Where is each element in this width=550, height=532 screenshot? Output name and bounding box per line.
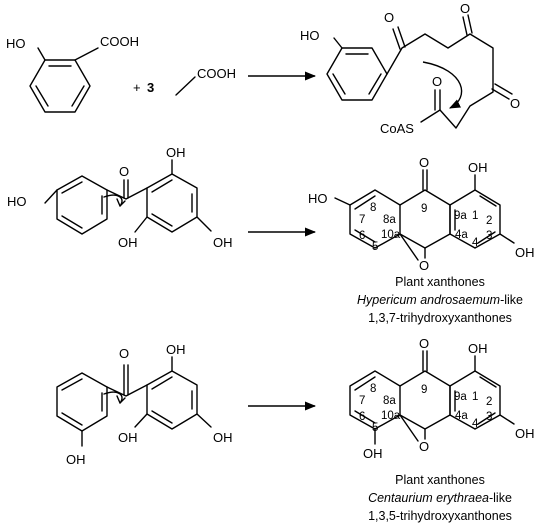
caption-2-line-3: 1,3,5-trihydroxyxanthones <box>368 509 512 523</box>
caption-1-suffix: -like <box>500 293 523 307</box>
xanthone1-n7: 7 <box>359 214 365 226</box>
xanthone2-n7: 7 <box>359 395 365 407</box>
xanthone1-oh-3: OH <box>515 245 535 260</box>
caption-1-species: Hypericum androsaemum <box>357 293 500 307</box>
carboxyl-label: COOH <box>100 34 139 49</box>
hydroxyl-label-b1: HO <box>7 194 27 209</box>
xanthone2-n9a: 9a <box>454 391 467 403</box>
acetyl-coa: COOH <box>175 66 236 96</box>
xanthone1-n1: 1 <box>472 210 478 222</box>
xanthone1-ketone-o: O <box>419 155 429 170</box>
acetate-carboxyl-label: COOH <box>197 66 236 81</box>
xanthone1-n2: 2 <box>486 215 492 227</box>
hydroxyl-b2-top: OH <box>166 342 186 357</box>
caption-1: Plant xanthones Hypericum androsaemum-li… <box>357 275 523 325</box>
xanthone2-ring-o: O <box>419 439 429 454</box>
hydroxybenzoic-acid: HO COOH <box>6 34 139 113</box>
hydroxyl-label: HO <box>6 36 26 51</box>
thioester-o: O <box>432 74 442 89</box>
hydroxyl-label-b2: OH <box>66 452 86 467</box>
xanthone2-n9: 9 <box>421 384 427 396</box>
caption-2: Plant xanthones Centaurium erythraea-lik… <box>368 473 512 523</box>
hydroxyl-b2-right: OH <box>213 430 233 445</box>
xanthone2-n10a: 10a <box>381 410 401 422</box>
xanthone2-n8a: 8a <box>383 395 396 407</box>
xanthone2-n2: 2 <box>486 396 492 408</box>
xanthone2-n4: 4 <box>472 418 479 430</box>
caption-1-line-3: 1,3,7-trihydroxyxanthones <box>368 311 512 325</box>
caption-2-suffix: -like <box>489 491 512 505</box>
carbonyl-o-1: O <box>384 10 394 25</box>
ketone-o-b1: O <box>119 164 129 179</box>
xanthone2-oh-1: OH <box>468 341 488 356</box>
polyketide-intermediate: HO O O O O CoAS <box>300 1 520 136</box>
xanthone1-ho-7: HO <box>308 191 328 206</box>
caption-2-line-1: Plant xanthones <box>395 473 485 487</box>
svg-text:Centaurium erythraea-like: Centaurium erythraea-like <box>368 491 512 505</box>
xanthone2-oh-5: OH <box>363 446 383 461</box>
plus-sign: + <box>133 80 141 95</box>
cyclization-arrow <box>422 61 463 109</box>
xanthone1-n3: 3 <box>486 230 492 242</box>
ketone-o-b2: O <box>119 346 129 361</box>
benzophenone-1: HO O OH OH OH <box>7 145 233 250</box>
xanthone1-n4a: 4a <box>455 229 468 241</box>
xanthone2-ketone-o: O <box>419 336 429 351</box>
xanthone2-n5: 5 <box>372 422 378 434</box>
xanthone1-n5: 5 <box>372 241 378 253</box>
xanthone2-n4a: 4a <box>455 410 468 422</box>
benzophenone-2: OH O OH OH OH <box>56 342 233 467</box>
xanthone1-n6: 6 <box>359 230 365 242</box>
carbonyl-o-3: O <box>510 96 520 111</box>
xanthone1-n9a: 9a <box>454 210 467 222</box>
caption-2-species: Centaurium erythraea <box>368 491 489 505</box>
xanthone1-ring-o: O <box>419 258 429 273</box>
xanthone1-oh-1: OH <box>468 160 488 175</box>
svg-text:Hypericum androsaemum-like: Hypericum androsaemum-like <box>357 293 523 307</box>
xanthone-137: O O HO OH OH 7 8 8a 6 10a 5 9 9a 1 2 3 4… <box>308 155 535 273</box>
hydroxyl-b1-left: OH <box>118 235 138 250</box>
intermediate-hydroxyl-label: HO <box>300 28 320 43</box>
xanthone1-n8: 8 <box>370 202 376 214</box>
xanthone-135: O O OH OH OH 7 8 8a 6 10a 5 9 9a 1 2 3 4… <box>349 336 535 461</box>
xanthone1-n8a: 8a <box>383 214 396 226</box>
hydroxyl-b2-left: OH <box>118 430 138 445</box>
xanthone2-n6: 6 <box>359 411 365 423</box>
xanthone2-oh-3: OH <box>515 426 535 441</box>
caption-1-line-1: Plant xanthones <box>395 275 485 289</box>
xanthone1-n4: 4 <box>472 237 479 249</box>
hydroxyl-b1-right: OH <box>213 235 233 250</box>
coas-label: CoAS <box>380 121 414 136</box>
hydroxyl-b1-top: OH <box>166 145 186 160</box>
xanthone1-n10a: 10a <box>381 229 401 241</box>
xanthone2-n3: 3 <box>486 411 492 423</box>
stoichiometry-label: 3 <box>147 80 154 95</box>
xanthone2-n1: 1 <box>472 391 478 403</box>
carbonyl-o-2: O <box>460 1 470 16</box>
xanthone2-n8: 8 <box>370 383 376 395</box>
xanthone1-n9: 9 <box>421 203 427 215</box>
